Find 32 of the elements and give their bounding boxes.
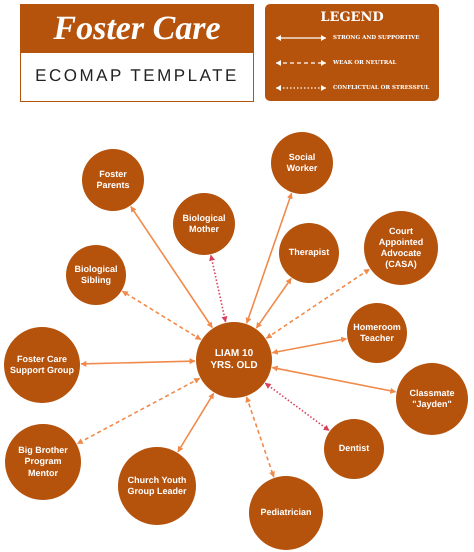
connector-arrow	[246, 192, 293, 324]
connector-arrow	[209, 254, 228, 322]
node-label: Church Youth Group Leader	[126, 474, 188, 498]
connector-arrow	[272, 336, 348, 355]
connector-arrow	[264, 382, 330, 432]
node-label: Foster Parents	[95, 168, 131, 192]
node-label: Homeroom Teacher	[353, 322, 401, 344]
connector-arrow	[272, 366, 396, 394]
connector-arrow	[76, 378, 200, 444]
subtitle: ECOMAP TEMPLATE	[34, 66, 240, 86]
node-label: Classmate "Jayden"	[408, 388, 456, 410]
node-label: Biological Sibling	[73, 264, 118, 286]
node-circle	[279, 223, 339, 283]
connector-arrow	[177, 392, 214, 452]
node-label: Court Appointed Advocate (CASA)	[378, 226, 424, 270]
node-label: LIAM 10 YRS. OLD	[209, 348, 259, 372]
title: Foster Care	[53, 12, 221, 46]
node-label: Dentist	[338, 443, 370, 455]
node-circle	[196, 322, 272, 398]
node-label: Pediatrician	[260, 507, 312, 519]
legend-heading: LEGEND	[319, 10, 385, 25]
connector-arrow	[122, 290, 202, 340]
node-label: Therapist	[288, 247, 330, 259]
connector-arrow	[245, 396, 275, 478]
connector-arrow	[130, 206, 213, 328]
connector-arrow	[80, 358, 196, 367]
node-label: Big Brother Program Mentor	[17, 445, 69, 479]
node-label: Social Worker	[286, 152, 318, 174]
connector-arrow	[266, 268, 370, 339]
connector-arrow	[256, 278, 292, 329]
node-label: Biological Mother	[181, 212, 226, 236]
node-label: Foster Care Support Group	[10, 354, 74, 376]
